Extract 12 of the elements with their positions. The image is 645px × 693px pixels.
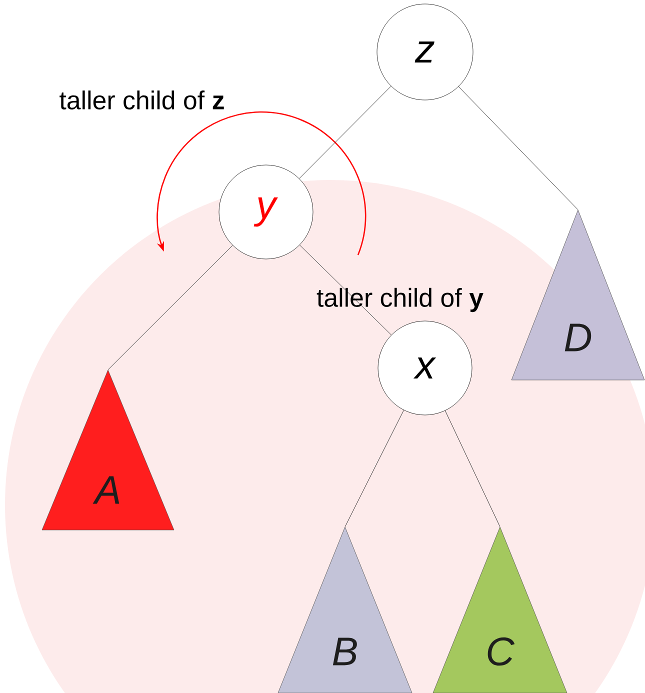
tree-edge [344,410,404,527]
tree-edge [444,410,500,527]
tree-edge [458,86,578,210]
annotation-text: taller child of z [60,90,224,110]
subtree-triangle: B [278,526,412,693]
tree-edge [299,86,392,179]
tree-edge [300,244,392,336]
subtree-triangle: D [511,210,645,380]
tree-edge [108,245,233,370]
subtree-triangle: A [42,370,174,530]
subtree-triangle: C [432,526,568,693]
annotation-text: taller child of y [316,288,484,312]
